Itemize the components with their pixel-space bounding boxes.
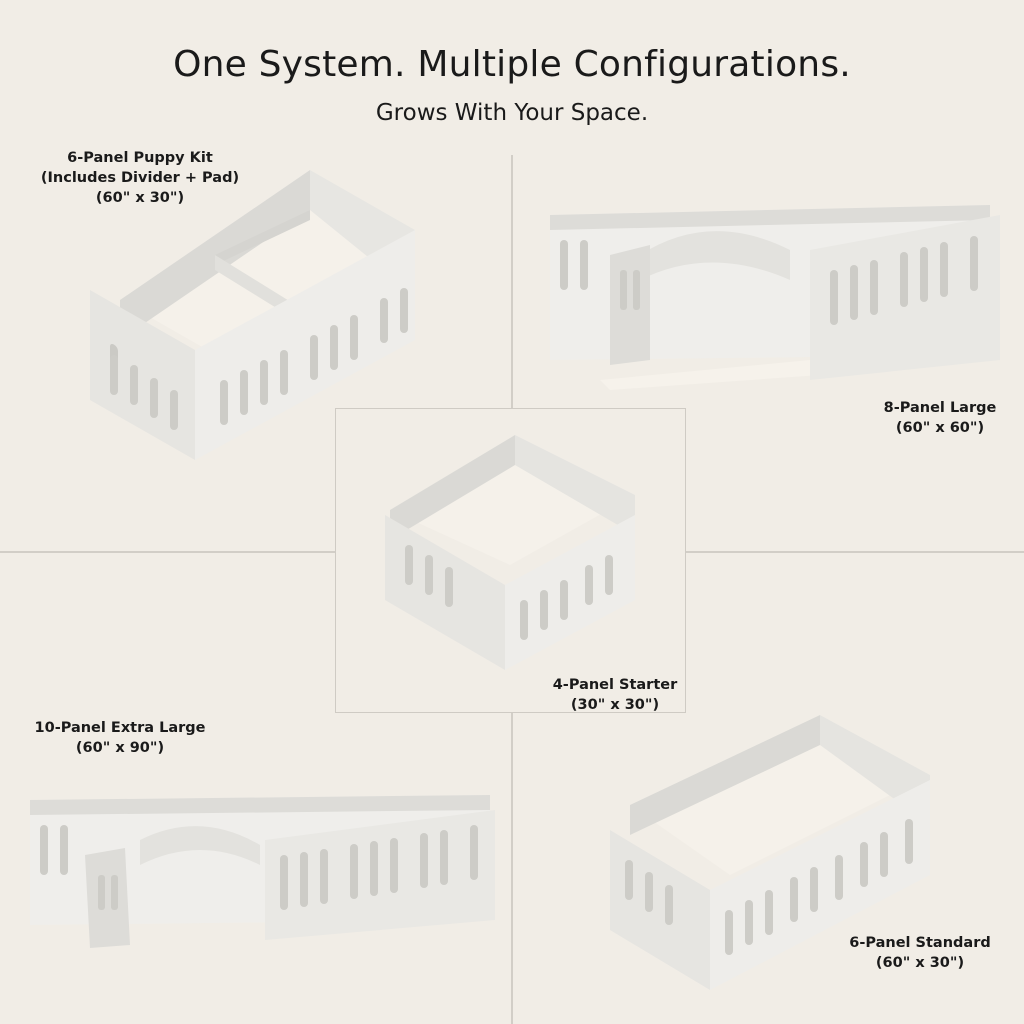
config-detail: (Includes Divider + Pad): [40, 170, 240, 186]
config-name: 8-Panel Large: [883, 400, 997, 416]
playpen-4-panel-starter-image: [385, 435, 635, 670]
config-name: 6-Panel Standard: [849, 935, 991, 951]
config-size: (30" x 30"): [570, 697, 660, 713]
config-name: 10-Panel Extra Large: [34, 720, 206, 736]
playpen-8-panel-large-image: [550, 205, 1000, 390]
config-name: 4-Panel Starter: [552, 677, 678, 693]
playpen-6-panel-puppy-kit-image: [90, 170, 415, 460]
playpen-6-panel-standard-image: [610, 715, 930, 990]
playpen-10-panel-extra-large-image: [30, 795, 495, 948]
page-subtitle: Grows With Your Space.: [375, 100, 649, 126]
vertical-divider: [511, 155, 513, 410]
config-label-starter: 4-Panel Starter (30" x 30"): [525, 675, 705, 715]
vertical-divider: [511, 713, 513, 1024]
config-label-large: 8-Panel Large (60" x 60"): [850, 398, 1024, 438]
config-size: (60" x 30"): [875, 955, 965, 971]
config-label-standard: 6-Panel Standard (60" x 30"): [830, 933, 1010, 973]
config-size: (60" x 90"): [75, 740, 165, 756]
config-name: 6-Panel Puppy Kit: [67, 150, 213, 166]
horizontal-divider: [0, 551, 335, 553]
config-size: (60" x 60"): [895, 420, 985, 436]
config-label-puppy-kit: 6-Panel Puppy Kit (Includes Divider + Pa…: [20, 148, 260, 208]
horizontal-divider: [686, 551, 1024, 553]
config-size: (60" x 30"): [95, 190, 185, 206]
page-title: One System. Multiple Configurations.: [173, 44, 851, 85]
config-label-extra-large: 10-Panel Extra Large (60" x 90"): [20, 718, 220, 758]
